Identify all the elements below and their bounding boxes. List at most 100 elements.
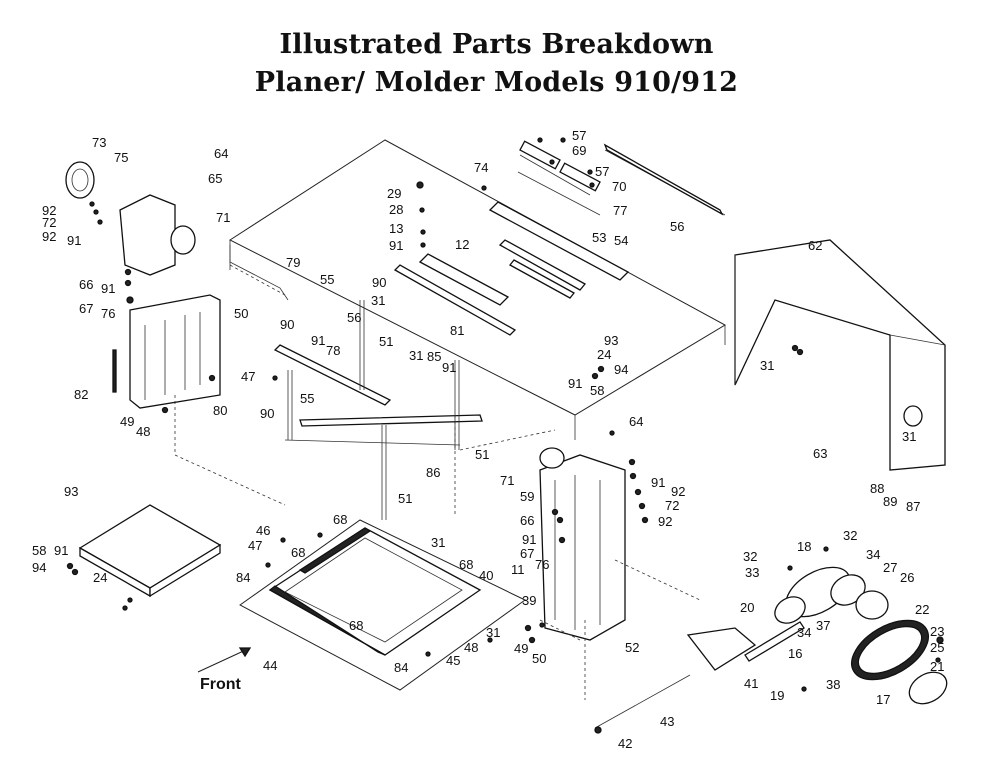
callout-24: 24 [93, 570, 107, 585]
callout-31: 31 [486, 625, 500, 640]
callout-47: 47 [248, 538, 262, 553]
callout-24: 24 [597, 347, 611, 362]
callout-93: 93 [64, 484, 78, 499]
title-line-2: Planer/ Molder Models 910/912 [254, 67, 739, 98]
callout-91: 91 [101, 281, 115, 296]
callout-72: 72 [42, 215, 56, 230]
callout-91: 91 [522, 532, 536, 547]
title-line-1: Illustrated Parts Breakdown [279, 29, 714, 60]
callout-31: 31 [371, 293, 385, 308]
callout-59: 59 [520, 489, 534, 504]
callout-45: 45 [446, 653, 460, 668]
callout-82: 82 [74, 387, 88, 402]
callout-50: 50 [532, 651, 546, 666]
callout-58: 58 [32, 543, 46, 558]
callout-66: 66 [79, 277, 93, 292]
callout-64: 64 [629, 414, 643, 429]
callout-49: 49 [120, 414, 134, 429]
callout-87: 87 [906, 499, 920, 514]
callout-23: 23 [930, 624, 944, 639]
callout-68: 68 [349, 618, 363, 633]
callout-88: 88 [870, 481, 884, 496]
callout-44: 44 [263, 658, 277, 673]
callout-90: 90 [260, 406, 274, 421]
callout-62: 62 [808, 238, 822, 253]
callout-90: 90 [280, 317, 294, 332]
callout-37: 37 [816, 618, 830, 633]
callout-47: 47 [241, 369, 255, 384]
callout-12: 12 [455, 237, 469, 252]
callout-52: 52 [625, 640, 639, 655]
callout-75: 75 [114, 150, 128, 165]
callout-70: 70 [612, 179, 626, 194]
callout-51: 51 [379, 334, 393, 349]
callout-11: 11 [511, 562, 525, 577]
callout-56: 56 [347, 310, 361, 325]
callout-50: 50 [234, 306, 248, 321]
callout-34: 34 [797, 625, 811, 640]
callout-90: 90 [372, 275, 386, 290]
callout-86: 86 [426, 465, 440, 480]
callout-76: 76 [535, 557, 549, 572]
callout-48: 48 [136, 424, 150, 439]
callout-56: 56 [670, 219, 684, 234]
callout-16: 16 [788, 646, 802, 661]
callout-89: 89 [883, 494, 897, 509]
callout-43: 43 [660, 714, 674, 729]
callout-48: 48 [464, 640, 478, 655]
callout-27: 27 [883, 560, 897, 575]
callout-13: 13 [389, 221, 403, 236]
callout-51: 51 [398, 491, 412, 506]
callout-31: 31 [902, 429, 916, 444]
callout-85: 85 [427, 349, 441, 364]
callout-26: 26 [900, 570, 914, 585]
callout-31: 31 [760, 358, 774, 373]
title-block: Illustrated Parts Breakdown Planer/ Mold… [0, 26, 993, 102]
callout-58: 58 [590, 383, 604, 398]
exploded-view-drawing [65, 137, 948, 734]
callout-17: 17 [876, 692, 890, 707]
callout-91: 91 [311, 333, 325, 348]
callout-92: 92 [658, 514, 672, 529]
callout-40: 40 [479, 568, 493, 583]
callout-69: 69 [572, 143, 586, 158]
callout-55: 55 [300, 391, 314, 406]
callout-92: 92 [42, 229, 56, 244]
callout-94: 94 [614, 362, 628, 377]
callout-53: 53 [592, 230, 606, 245]
callout-72: 72 [665, 498, 679, 513]
callout-76: 76 [101, 306, 115, 321]
callout-68: 68 [459, 557, 473, 572]
callout-81: 81 [450, 323, 464, 338]
callout-25: 25 [930, 640, 944, 655]
callout-93: 93 [604, 333, 618, 348]
callout-68: 68 [291, 545, 305, 560]
callout-92: 92 [42, 203, 56, 218]
callout-94: 94 [32, 560, 46, 575]
callout-77: 77 [613, 203, 627, 218]
callout-33: 33 [745, 565, 759, 580]
callout-38: 38 [826, 677, 840, 692]
callout-57: 57 [595, 164, 609, 179]
callout-66: 66 [520, 513, 534, 528]
callout-55: 55 [320, 272, 334, 287]
callout-51: 51 [475, 447, 489, 462]
callout-42: 42 [618, 736, 632, 751]
callout-65: 65 [208, 171, 222, 186]
callout-57: 57 [572, 128, 586, 143]
callout-19: 19 [770, 688, 784, 703]
callout-84: 84 [394, 660, 408, 675]
callout-92: 92 [671, 484, 685, 499]
callout-54: 54 [614, 233, 628, 248]
callout-31: 31 [409, 348, 423, 363]
callout-28: 28 [389, 202, 403, 217]
callout-63: 63 [813, 446, 827, 461]
callout-79: 79 [286, 255, 300, 270]
callout-32: 32 [743, 549, 757, 564]
callout-39: 39 [522, 593, 536, 608]
callout-91: 91 [54, 543, 68, 558]
callout-34: 34 [866, 547, 880, 562]
callout-91: 91 [389, 238, 403, 253]
callout-71: 71 [500, 473, 514, 488]
